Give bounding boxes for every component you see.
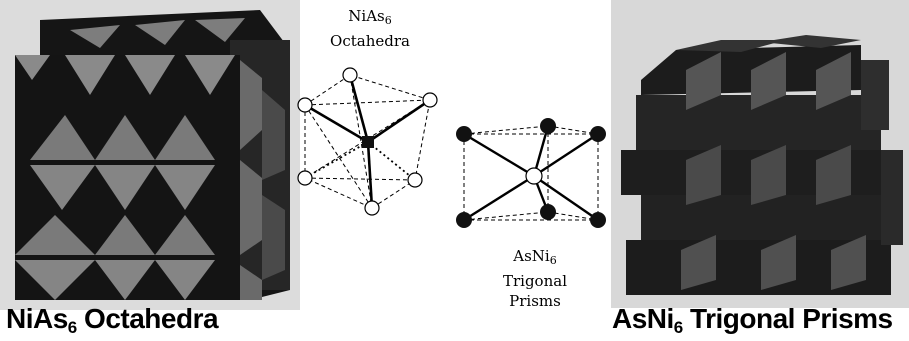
trigonal-prism-diagram	[456, 118, 606, 228]
trigonal-prism-label: AsNi6 Trigonal Prisms	[502, 247, 567, 310]
octahedra-model-image	[0, 0, 300, 310]
trigonal-prisms-caption: AsNi6 Trigonal Prisms	[612, 303, 893, 337]
trigonal-prisms-model-image	[611, 0, 909, 308]
octahedron-diagram	[297, 67, 438, 216]
octahedra-caption: NiAs6 Octahedra	[6, 303, 219, 337]
octahedra-label: NiAs6 Octahedra	[330, 7, 410, 50]
